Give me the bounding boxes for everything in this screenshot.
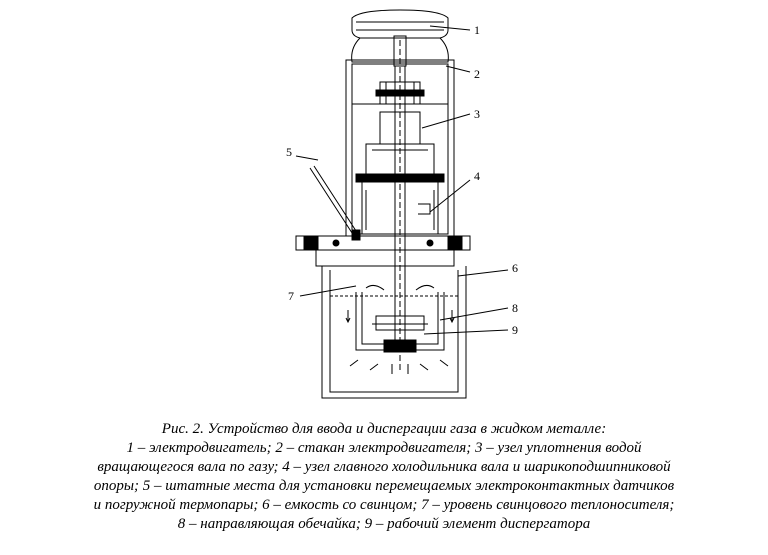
top-plate <box>295 235 471 267</box>
label-9: 9 <box>512 323 518 337</box>
label-5: 5 <box>286 145 292 159</box>
caption-line: вращающегося вала по газу; 4 – узел глав… <box>97 459 671 475</box>
label-2: 2 <box>474 67 480 81</box>
label-7: 7 <box>288 289 294 303</box>
caption-line: 8 – направляющая обечайка; 9 – рабочий э… <box>177 516 591 532</box>
shaft <box>394 66 406 340</box>
apparatus-diagram: 1 2 3 4 5 6 7 8 9 <box>286 9 518 399</box>
figure-caption: Рис. 2. Устройство для ввода и диспергац… <box>10 420 758 534</box>
label-1: 1 <box>474 23 480 37</box>
leader-lines <box>295 25 509 335</box>
flow-arrows <box>345 284 455 374</box>
caption-line: опоры; 5 – штатные места для установки п… <box>93 478 675 494</box>
label-4: 4 <box>474 169 480 183</box>
dispersing-element <box>372 315 428 353</box>
electric-motor <box>351 9 449 67</box>
label-8: 8 <box>512 301 518 315</box>
label-6: 6 <box>512 261 518 275</box>
caption-title: Рис. 2. Устройство для ввода и диспергац… <box>161 421 607 437</box>
label-3: 3 <box>474 107 480 121</box>
caption-line: 1 – электродвигатель; 2 – стакан электро… <box>126 440 642 456</box>
caption-line: и погружной термопары; 6 – емкость со св… <box>93 497 675 513</box>
sensor-port <box>309 165 359 237</box>
